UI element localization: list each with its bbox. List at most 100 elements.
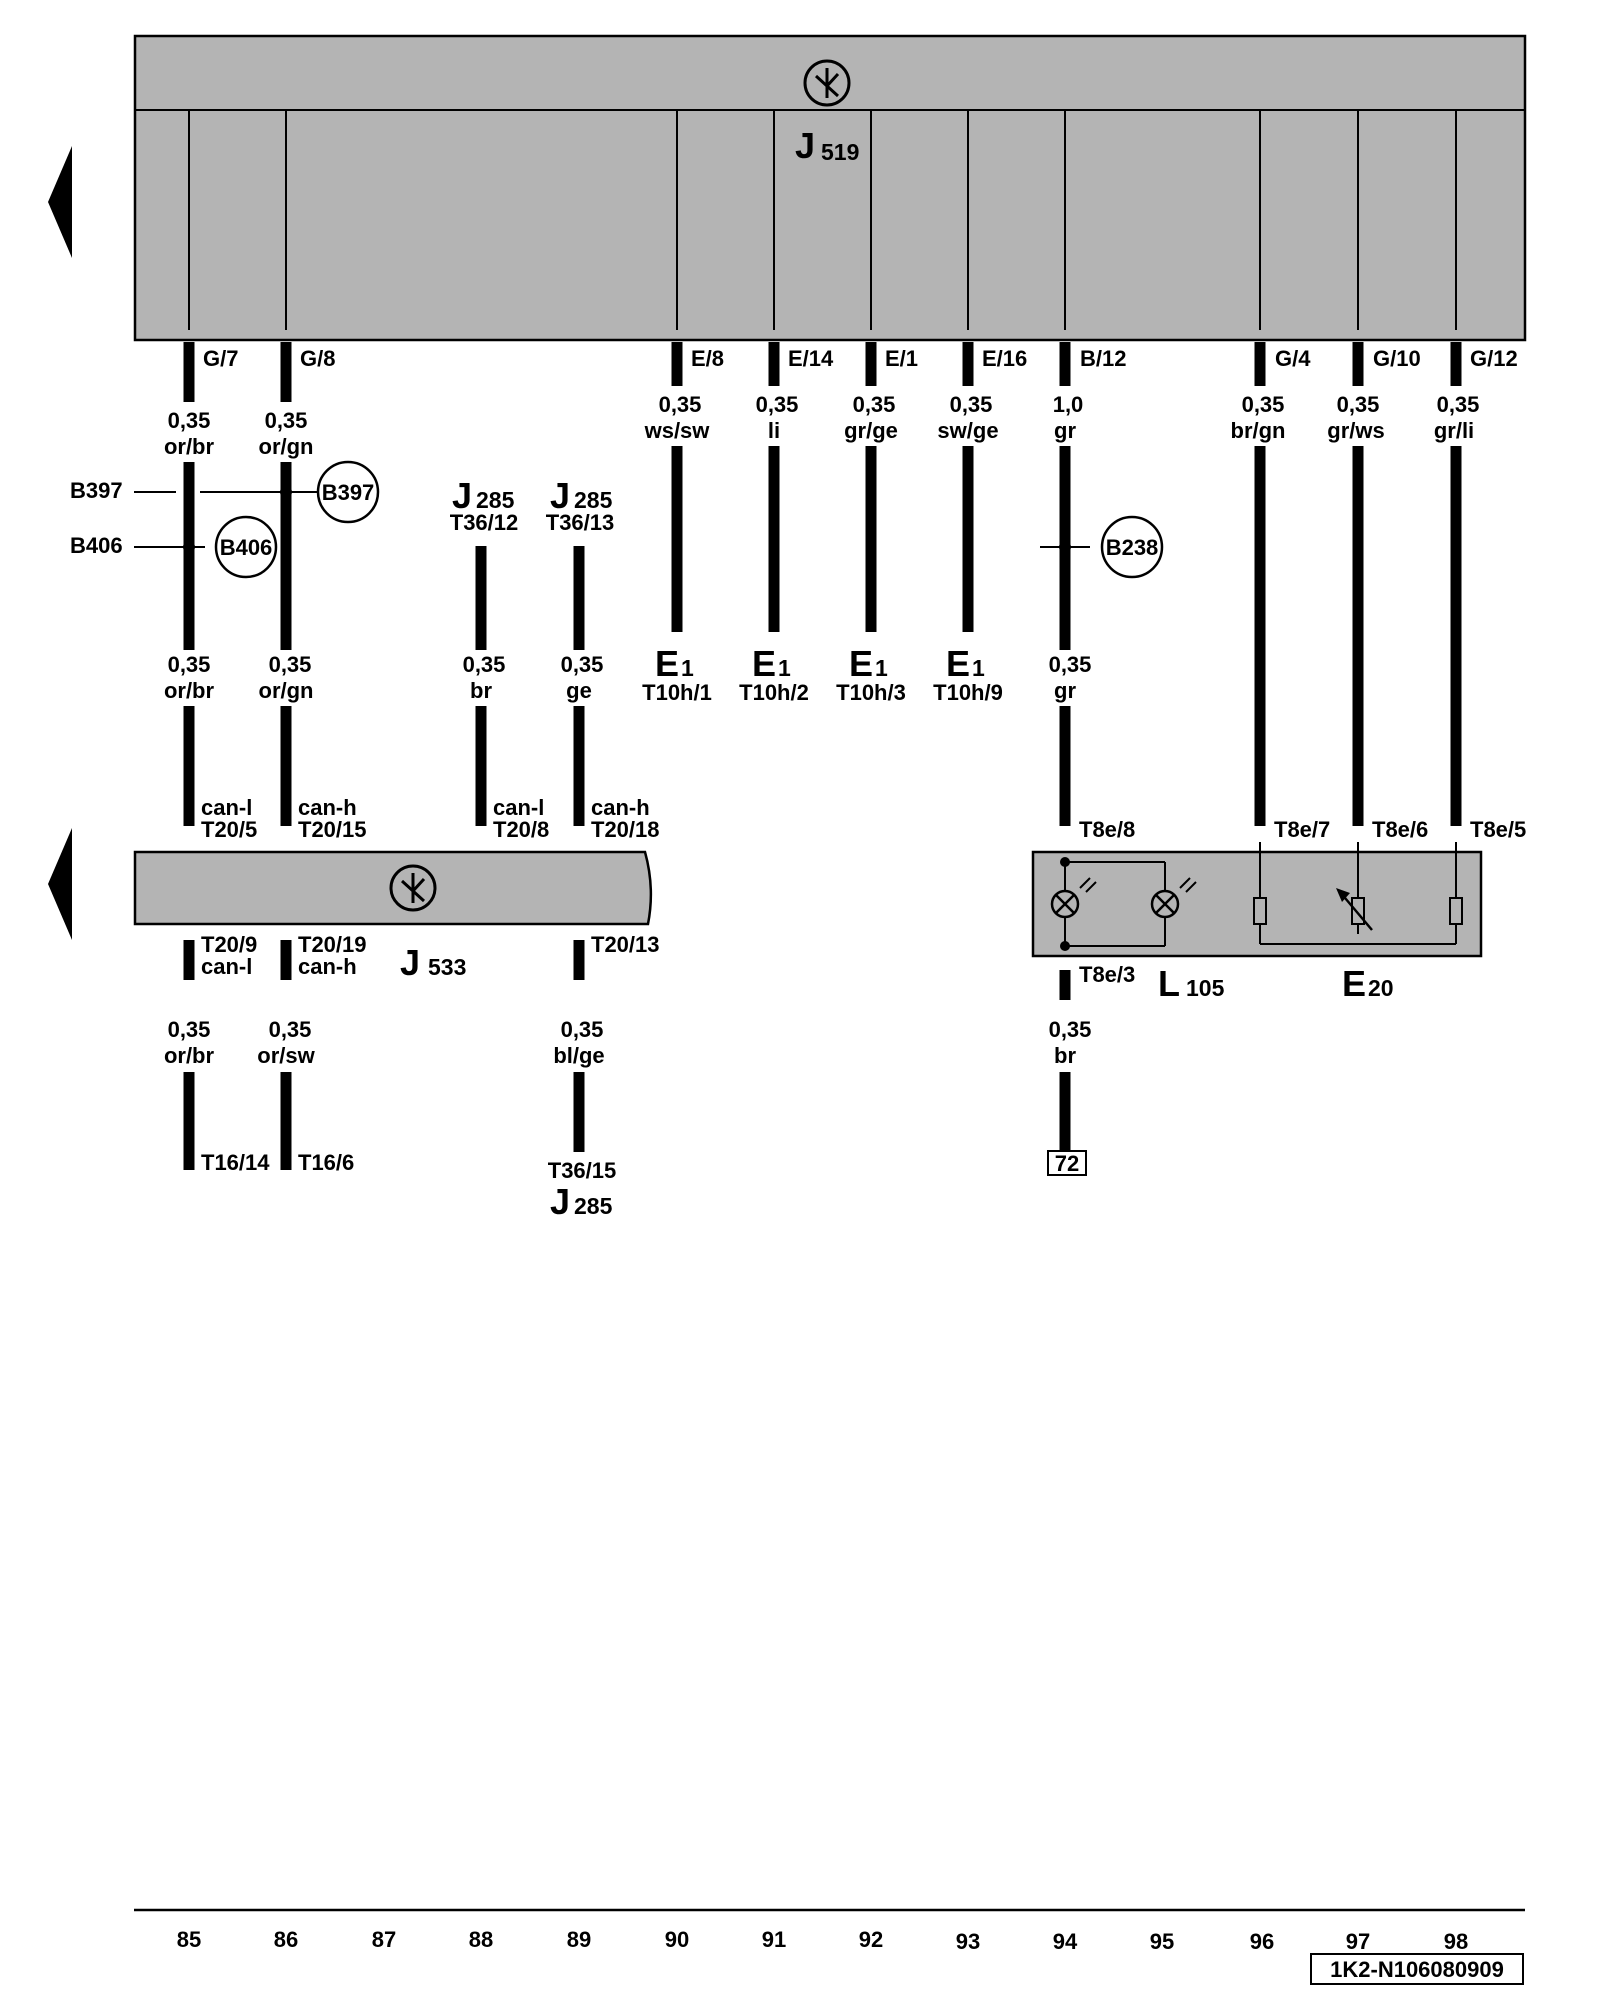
e1-pin: T10h/1 — [642, 680, 712, 705]
j285-label-number: 285 — [476, 487, 515, 513]
track-ruler: 85 86 87 88 89 90 91 92 93 94 95 96 97 9… — [134, 1908, 1525, 1985]
pin-label: E/8 — [691, 346, 724, 371]
continuation-arrow-icon — [48, 146, 72, 258]
l105-e20-unit: T8e/3 L 105 E 20 — [1031, 842, 1483, 1004]
signal-label: can-l — [201, 795, 252, 820]
splice-callout: B397 — [322, 480, 375, 505]
wire-color: br/gn — [1231, 418, 1286, 443]
wire-size: 0,35 — [269, 652, 312, 677]
bottom-connectors: T16/14 T16/6 — [201, 1150, 354, 1175]
j285-column-89: J 285 T36/13 0,35 ge 0,35 bl/ge T36/15 J… — [546, 475, 617, 1222]
pin-label: T20/8 — [493, 817, 549, 842]
diagram-code: 1K2-N106080909 — [1330, 1957, 1504, 1982]
track-number: 97 — [1346, 1929, 1370, 1954]
j285-pin: T36/15 — [548, 1158, 617, 1183]
pin-label: T8e/5 — [1470, 817, 1526, 842]
wire-size: 0,35 — [168, 1017, 211, 1042]
continuation-arrow-icon — [48, 828, 72, 940]
wire-color: gr/ge — [844, 418, 898, 443]
pin-label: G/7 — [203, 346, 238, 371]
wire-color: br — [1054, 1043, 1076, 1068]
signal-label: can-h — [591, 795, 650, 820]
resistor-icon — [1449, 897, 1463, 925]
pin-label: T20/15 — [298, 817, 367, 842]
track-number: 86 — [274, 1927, 298, 1952]
wire-color: gr/ws — [1327, 418, 1384, 443]
track-number: 93 — [956, 1929, 980, 1954]
wire-size: 0,35 — [1049, 652, 1092, 677]
e1-pin: T10h/2 — [739, 680, 809, 705]
wire-color: or/br — [164, 678, 215, 703]
bulb-icon — [1050, 877, 1097, 919]
e1-label: E — [849, 643, 873, 684]
pin-label: E/14 — [788, 346, 834, 371]
ground-reference: 72 — [1055, 1151, 1079, 1176]
pin-label: B/12 — [1080, 346, 1126, 371]
wire-track-94: 1,0 gr 0,35 gr 0,35 br 72 — [1047, 342, 1092, 1176]
wire-color: or/br — [164, 434, 215, 459]
e1-label-number: 1 — [875, 655, 888, 681]
j285-pin: T36/12 — [450, 510, 519, 535]
wire-color: or/gn — [259, 678, 314, 703]
pin-label: T16/6 — [298, 1150, 354, 1175]
electronic-symbol-icon — [389, 864, 437, 912]
e20-label: E — [1342, 963, 1366, 1004]
wire-color: bl/ge — [553, 1043, 604, 1068]
wire-size: 0,35 — [561, 652, 604, 677]
l105-label: L — [1158, 963, 1180, 1004]
j533-label: J — [400, 942, 420, 983]
splice-callout: B406 — [220, 535, 273, 560]
wire-color: gr/li — [1434, 418, 1474, 443]
signal-label: can-h — [298, 954, 357, 979]
resistor-icon — [1253, 897, 1267, 925]
wire-size: 0,35 — [1337, 392, 1380, 417]
wire-size: 0,35 — [463, 652, 506, 677]
pin-label: T20/13 — [591, 932, 660, 957]
wire-size: 0,35 — [269, 1017, 312, 1042]
j533-unit: J 533 — [133, 850, 653, 983]
j285-pin: T36/13 — [546, 510, 615, 535]
signal-label: can-l — [201, 954, 252, 979]
e1-pin: T10h/9 — [933, 680, 1003, 705]
wire-size: 0,35 — [756, 392, 799, 417]
wire-color: or/br — [164, 1043, 215, 1068]
l105-label-number: 105 — [1186, 975, 1225, 1001]
j519-unit: J 519 — [133, 34, 1527, 342]
pin-label: T20/19 — [298, 932, 367, 957]
wire-track-86: 0,35 or/gn 0,35 or/gn 0,35 or/sw — [257, 342, 316, 1170]
wire-color: or/sw — [257, 1043, 315, 1068]
l105-pin-labels: T8e/8 T8e/7 T8e/6 T8e/5 — [1079, 817, 1526, 842]
j285-label: J — [452, 475, 472, 516]
wire-color: sw/ge — [937, 418, 998, 443]
j285-label-number: 285 — [574, 1193, 613, 1219]
wire-size: 0,35 — [561, 1017, 604, 1042]
j285-label: J — [550, 475, 570, 516]
splice-b397: B397 B397 — [70, 460, 380, 524]
pin-label: T20/5 — [201, 817, 257, 842]
track-number: 89 — [567, 1927, 591, 1952]
pin-label: E/1 — [885, 346, 918, 371]
wire-color: or/gn — [259, 434, 314, 459]
pin-label: G/8 — [300, 346, 335, 371]
j533-input-labels: can-l T20/5 can-h T20/15 can-l T20/8 can… — [201, 795, 660, 842]
track-number: 92 — [859, 1927, 883, 1952]
e1-label: E — [946, 643, 970, 684]
wire-tracks-96-98: 0,35 br/gn 0,35 gr/ws 0,35 gr/li — [1231, 342, 1480, 826]
wire-color: br — [470, 678, 492, 703]
e1-label-number: 1 — [778, 655, 791, 681]
track-number: 96 — [1250, 1929, 1274, 1954]
e1-pin: T10h/3 — [836, 680, 906, 705]
pin-label: G/4 — [1275, 346, 1311, 371]
e1-label-number: 1 — [972, 655, 985, 681]
j285-label-number: 285 — [574, 487, 613, 513]
wire-color: gr — [1054, 678, 1076, 703]
e1-label-number: 1 — [681, 655, 694, 681]
pin-label: T8e/3 — [1079, 962, 1135, 987]
signal-label: can-l — [493, 795, 544, 820]
splice-b406: B406 B406 — [70, 515, 278, 579]
track-number: 90 — [665, 1927, 689, 1952]
wire-size: 0,35 — [1437, 392, 1480, 417]
signal-label: can-h — [298, 795, 357, 820]
pin-label: G/10 — [1373, 346, 1421, 371]
